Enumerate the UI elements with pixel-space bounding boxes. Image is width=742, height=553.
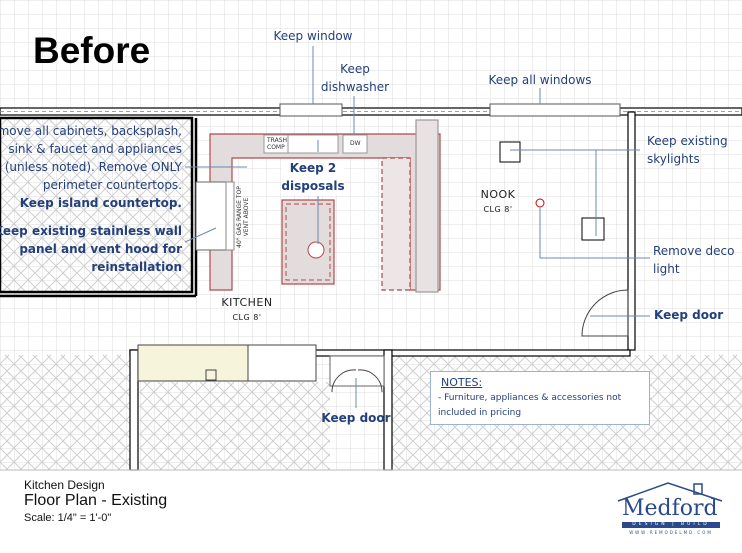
text-line: TRASH (267, 137, 288, 144)
text-line: VENT ABOVE (242, 197, 250, 237)
notes-box: NOTES: - Furniture, appliances & accesso… (430, 371, 650, 425)
annotation-keep-panel: Keep existing stainless wall panel and v… (0, 222, 182, 276)
counter (137, 344, 249, 382)
text-line: light (653, 262, 680, 276)
sink (287, 134, 339, 154)
exterior-wall-right (627, 111, 636, 351)
text-line: 40" GAS RANGE TOP (235, 186, 243, 248)
text-line: Keep existing (647, 134, 728, 148)
range-panel (195, 181, 227, 251)
perimeter-cabinets (209, 119, 441, 293)
room-label-kitchen: KITCHEN (221, 296, 273, 309)
annotation-keep-window: Keep window (273, 29, 353, 43)
door-swing (329, 355, 385, 387)
notes-line: included in pricing (438, 408, 522, 418)
sheet-title: Floor Plan - Existing (24, 492, 168, 509)
window (279, 103, 343, 117)
text-line: Remove deco (653, 244, 735, 258)
notes-title: NOTES: (441, 376, 483, 389)
island (281, 199, 335, 285)
text-line: dishwasher (320, 80, 390, 94)
hatched-area (0, 355, 130, 470)
annotation-keep-door-bottom: Keep door (321, 411, 391, 425)
callout-arrows (184, 46, 650, 408)
annotation-keep-all-windows: Keep all windows (488, 73, 592, 87)
ceiling-label-kitchen: CLG 8' (232, 313, 262, 322)
annotation-keep-door-right: Keep door (654, 308, 724, 322)
text-line: skylights (647, 152, 700, 166)
window (489, 103, 621, 117)
text-line: panel and vent hood for (19, 242, 182, 256)
house-roof-icon (617, 482, 723, 528)
room-label-nook: NOOK (480, 188, 516, 201)
text-line: Keep existing stainless wall (0, 224, 182, 238)
deco-light (535, 198, 545, 208)
text-line: (unless noted). Remove ONLY (4, 160, 182, 174)
text-line: Keep 2 (289, 161, 337, 175)
page-heading: Before (33, 30, 151, 71)
logo-url: WWW.REMODELMD.COM (629, 530, 713, 535)
annotation-remove-deco-light: Remove deco light (653, 242, 734, 278)
text-line: perimeter countertops. (42, 178, 182, 192)
notes-line: - Furniture, appliances & accessories no… (438, 393, 622, 403)
dishwasher-label: DW (350, 140, 361, 147)
skylight (581, 217, 605, 241)
logo-tagline: DESIGN | BUILD (632, 522, 710, 527)
exterior-wall-top (0, 103, 742, 117)
text-line: Remove all cabinets, backsplash, (0, 124, 182, 138)
logo-name: Medford (622, 496, 718, 521)
annotation-remove-cabinets: Remove all cabinets, backsplash, sink & … (0, 122, 182, 212)
text-line: reinstallation (91, 260, 182, 274)
text-line: COMP (267, 144, 285, 151)
text-line: sink & faucet and appliances (8, 142, 182, 156)
text-line: Keep (340, 62, 370, 76)
trash-compactor-label: TRASH COMP (267, 137, 287, 151)
text-line: Keep island countertop. (19, 196, 182, 210)
text-line: disposals (281, 179, 345, 193)
annotation-keep-disposals: Keep 2 disposals (281, 159, 345, 195)
nook-door (581, 289, 629, 337)
annotation-keep-dishwasher: Keep dishwasher (321, 60, 389, 96)
medford-logo: Medford DESIGN | BUILD WWW.REMODELMD.COM (616, 480, 728, 540)
project-title: Kitchen Design (24, 478, 105, 492)
scale-label: Scale: 1/4" = 1'-0" (24, 512, 112, 524)
dishwasher (342, 134, 368, 154)
hatched-area (0, 118, 192, 292)
island-sink (307, 241, 325, 259)
annotation-keep-skylights: Keep existing skylights (647, 132, 728, 168)
ceiling-label-nook: CLG 8' (483, 205, 513, 214)
gas-range (225, 181, 235, 251)
range-label: 40" GAS RANGE TOP VENT ABOVE (236, 186, 250, 248)
skylight (499, 141, 521, 163)
